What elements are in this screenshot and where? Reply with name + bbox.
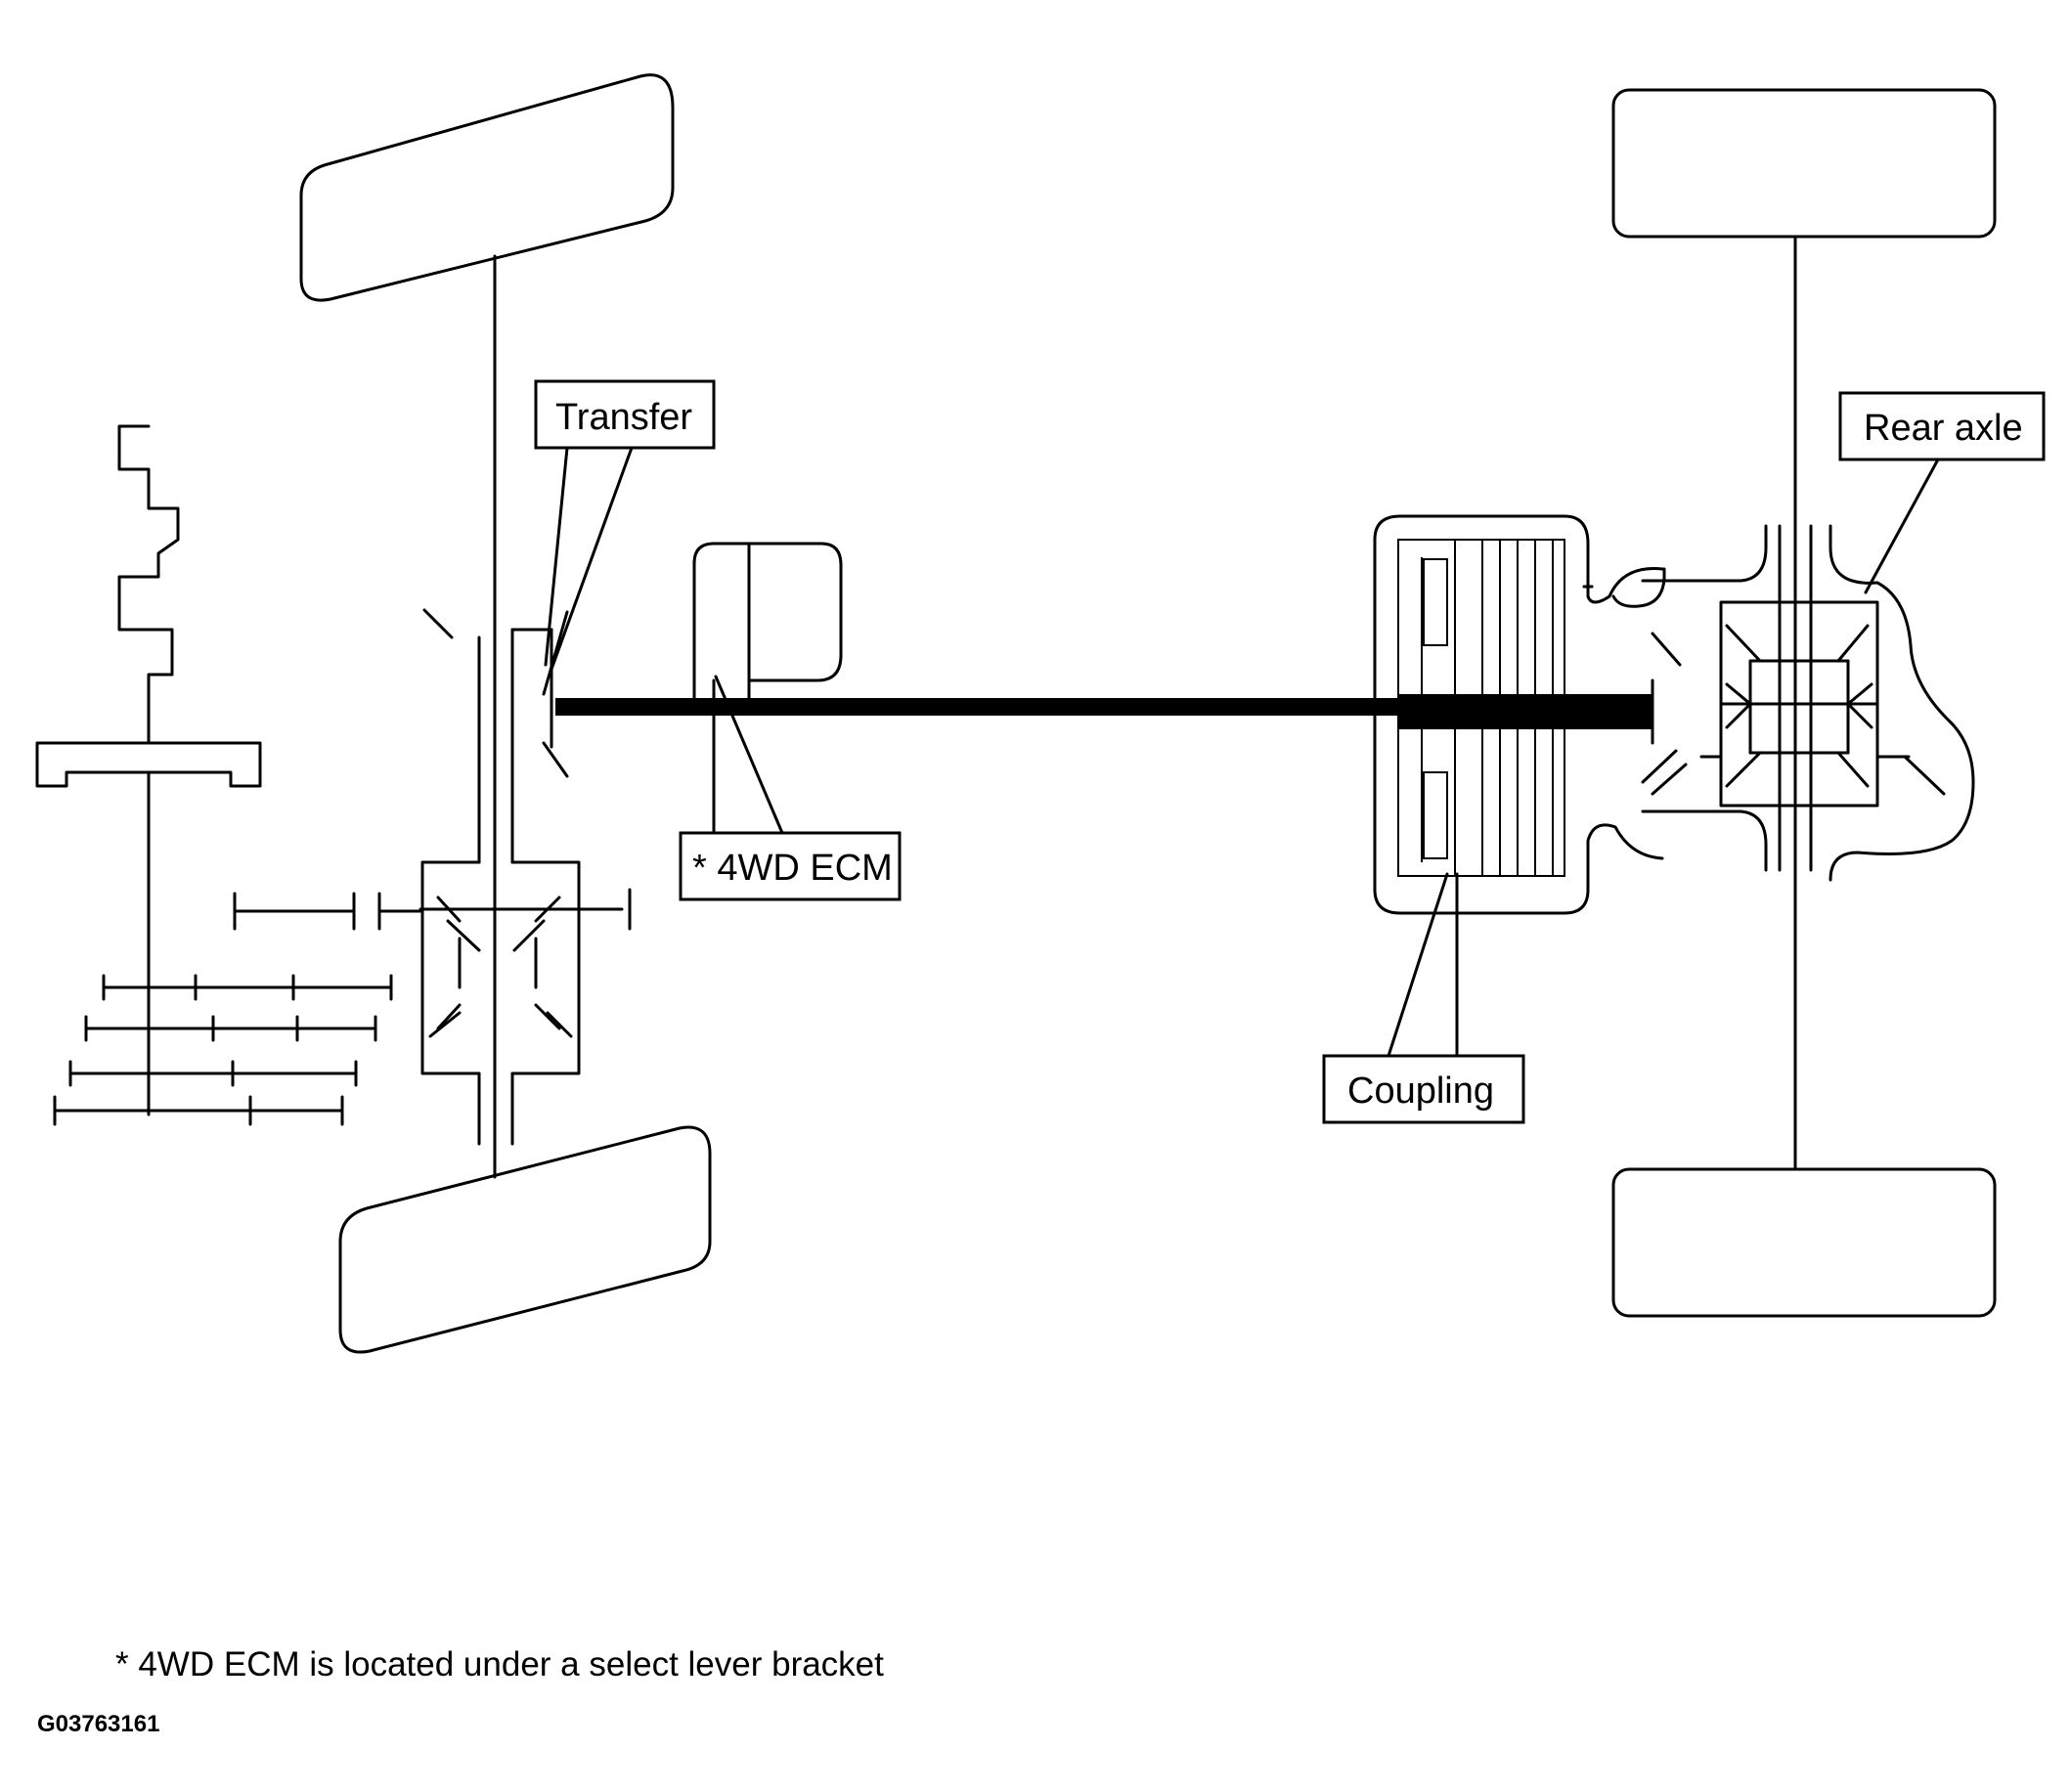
callout-rear-axle: Rear axle — [1838, 391, 2046, 594]
rear-right-wheel — [1611, 1167, 1997, 1318]
callout-ecm: * 4WD ECM — [679, 675, 902, 901]
front-differential — [419, 608, 632, 1146]
ecm-unit — [692, 542, 843, 700]
transmission-gears — [53, 892, 422, 1126]
callout-transfer-label: Transfer — [555, 397, 692, 438]
callout-transfer: Transfer — [534, 379, 716, 677]
front-right-wheel — [338, 1125, 712, 1354]
rear-differential — [1641, 524, 1975, 882]
callout-coupling-label: Coupling — [1347, 1071, 1494, 1112]
transmission-clutch-housing — [35, 741, 262, 788]
front-left-wheel — [299, 73, 675, 302]
propeller-shaft — [555, 698, 1651, 716]
callout-rear-axle-label: Rear axle — [1864, 408, 2023, 449]
transmission-stepped-outline — [117, 424, 180, 745]
ecm-location-footnote: * 4WD ECM is located under a select leve… — [115, 1645, 884, 1683]
rear-left-wheel — [1611, 88, 1997, 239]
figure-id: G03763161 — [37, 1711, 160, 1737]
callout-coupling: Coupling — [1322, 872, 1525, 1124]
coupling-unit — [1373, 514, 1666, 915]
callout-ecm-label: * 4WD ECM — [692, 848, 893, 889]
